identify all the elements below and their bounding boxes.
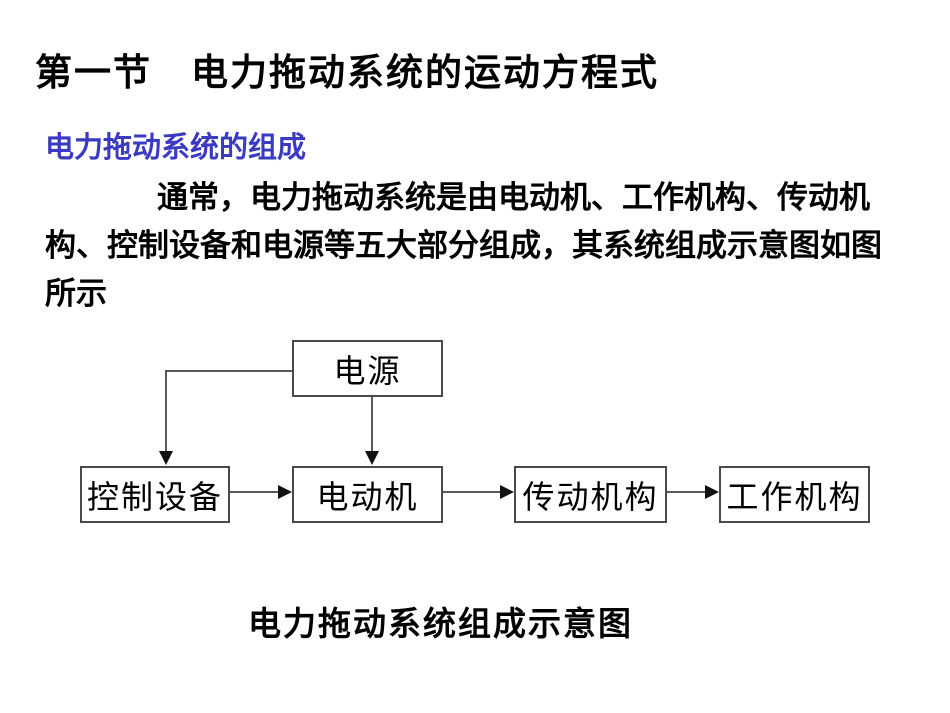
diagram-box-control-equipment: 控制设备 (80, 466, 230, 523)
diagram-box-working-mechanism: 工作机构 (719, 466, 870, 523)
body-line: 所示 (45, 276, 107, 311)
body-line: 构、控制设备和电源等五大部分组成，其系统组成示意图如图 (45, 228, 882, 263)
body-line: 通常，电力拖动系统是由电动机、工作机构、传动机 (157, 180, 870, 215)
body-paragraph: 通常，电力拖动系统是由电动机、工作机构、传动机 构、控制设备和电源等五大部分组成… (45, 174, 925, 318)
page-title: 第一节 电力拖动系统的运动方程式 (35, 53, 659, 94)
diagram-caption: 电力拖动系统组成示意图 (248, 607, 633, 643)
diagram-box-transmission-mechanism: 传动机构 (514, 466, 667, 523)
diagram-box-motor: 电动机 (292, 466, 443, 523)
section-subtitle: 电力拖动系统的组成 (45, 132, 307, 164)
diagram-box-power: 电源 (292, 340, 443, 397)
